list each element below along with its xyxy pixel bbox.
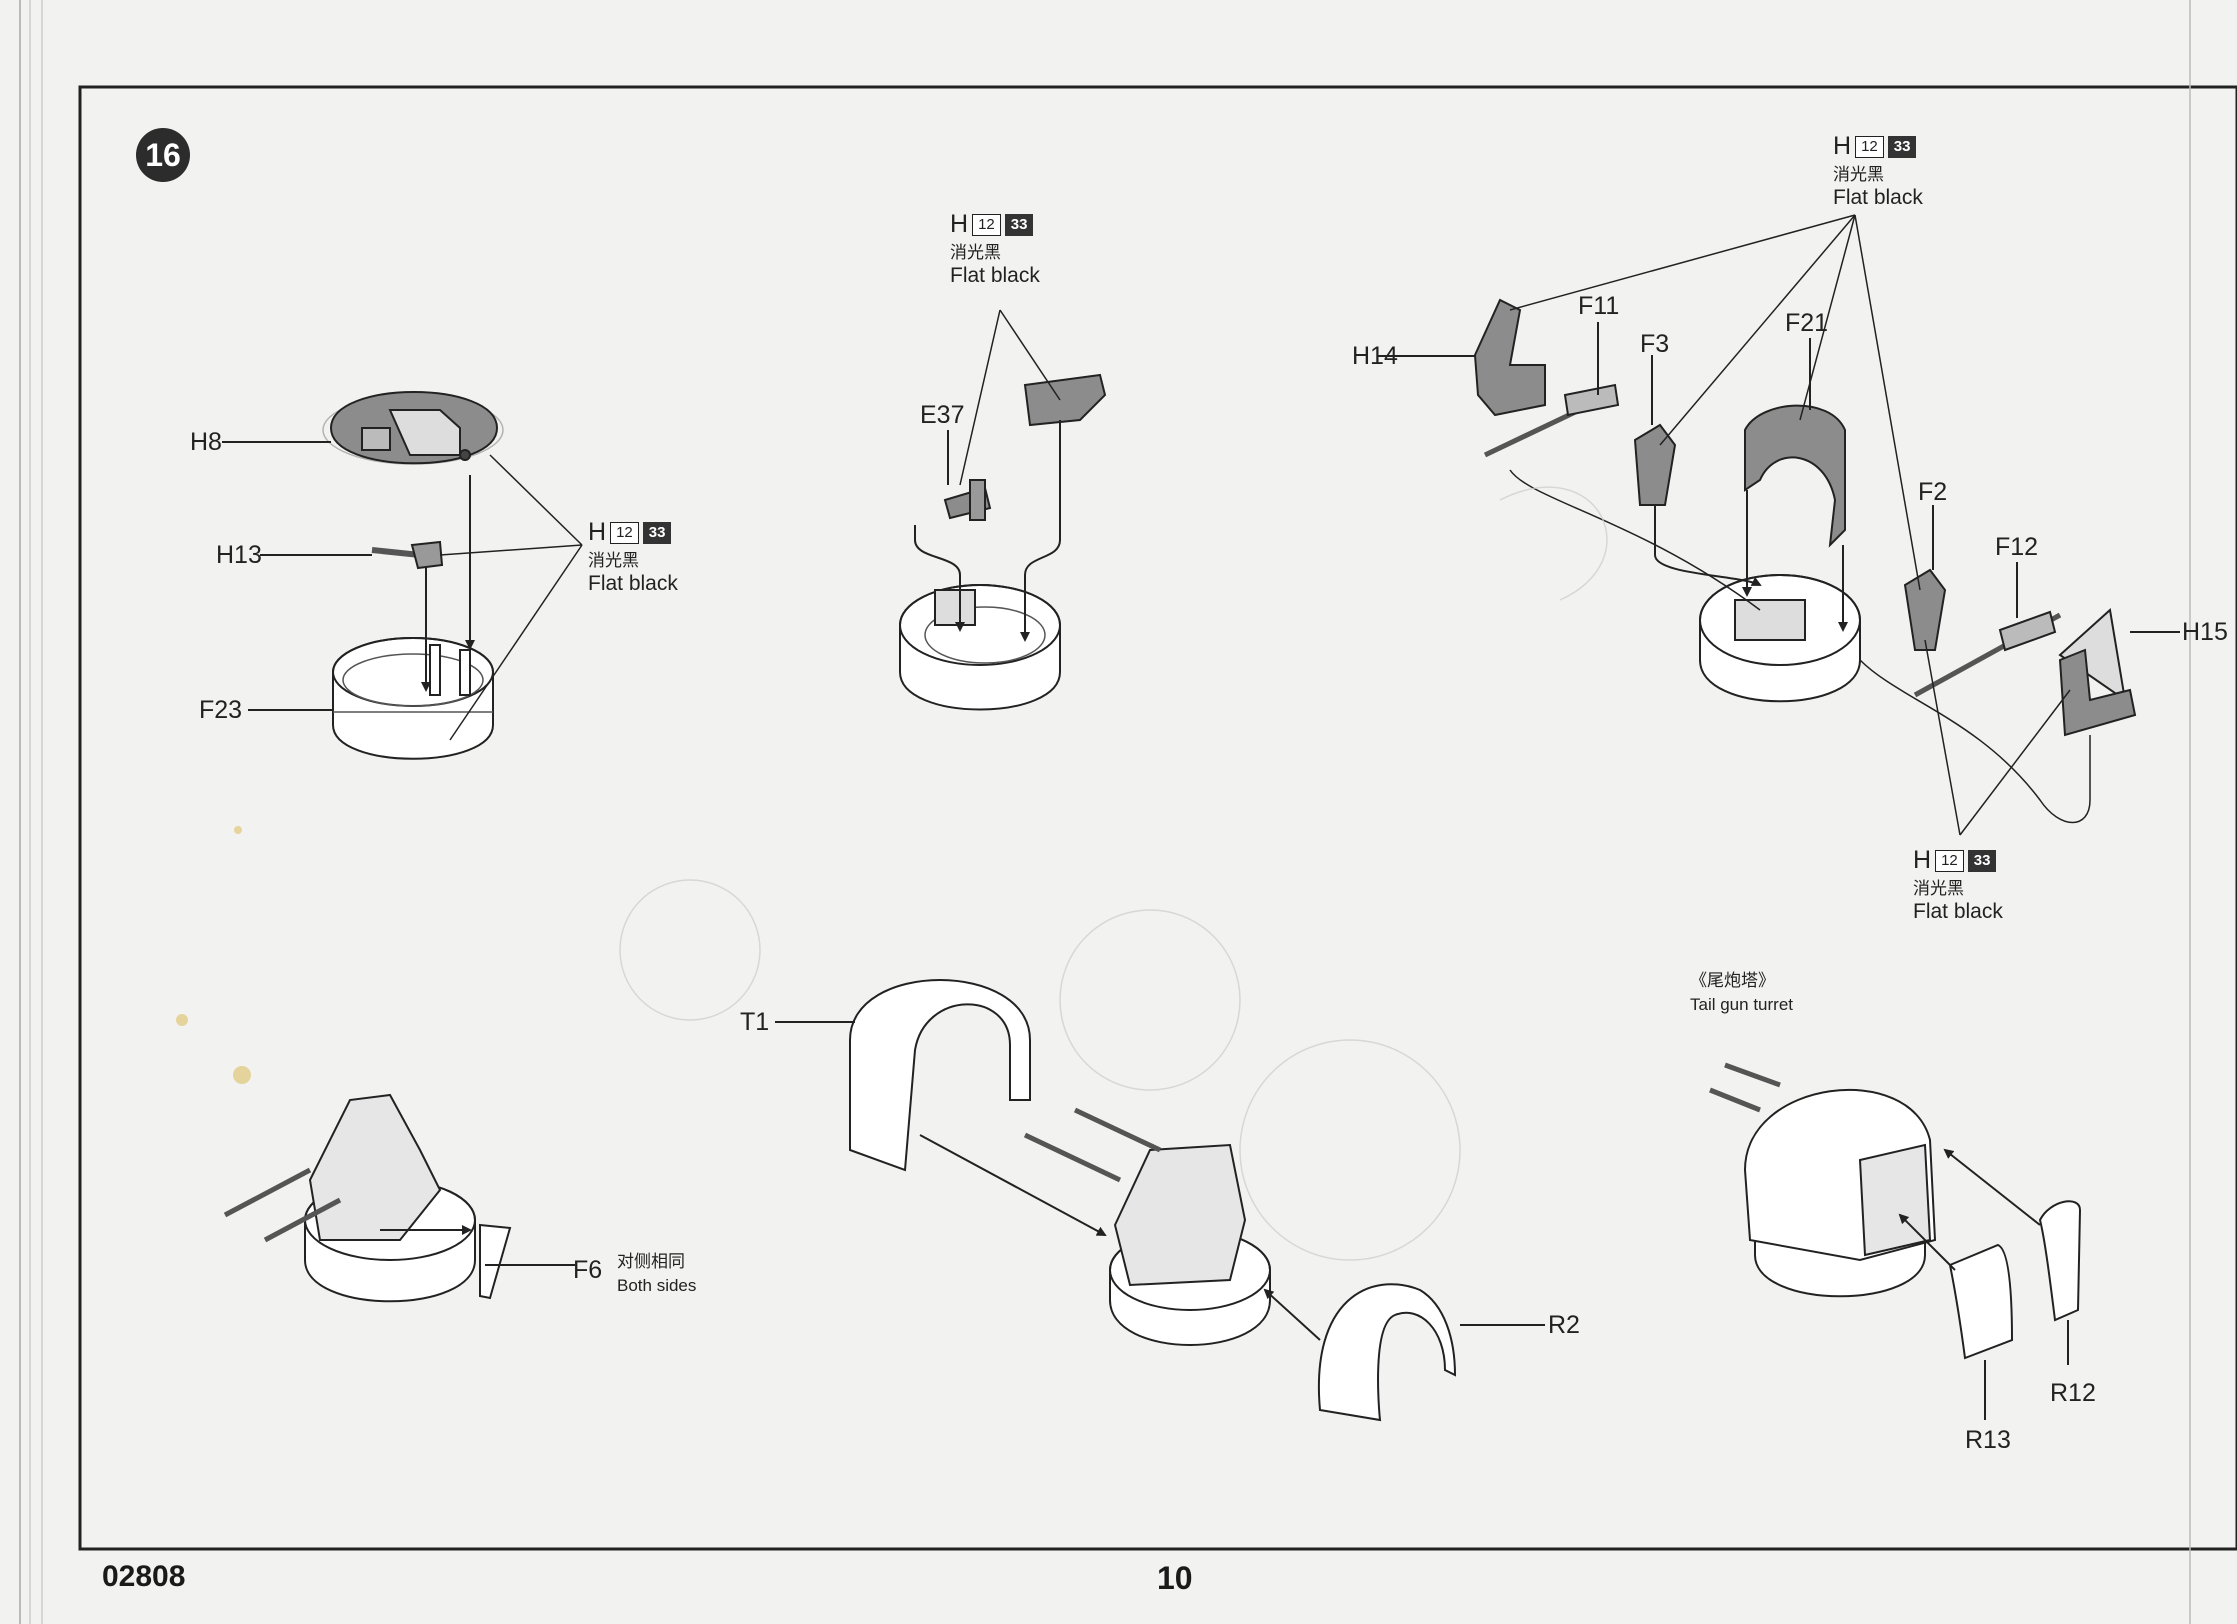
paint-name-cn: 消光黑	[588, 551, 639, 571]
paint-letter: H	[588, 518, 607, 546]
part-label-h15: H15	[2182, 618, 2228, 646]
both-sides-cn: 对侧相同	[617, 1252, 685, 1272]
paint-name-en: Flat black	[1833, 186, 1923, 210]
tail-turret-cn: 《尾炮塔》	[1690, 971, 1775, 991]
paint-name-cn: 消光黑	[950, 243, 1001, 263]
part-label-r13: R13	[1965, 1426, 2011, 1454]
paint-letter: H	[1833, 132, 1852, 160]
part-label-h13: H13	[216, 541, 262, 569]
part-label-t1: T1	[740, 1008, 770, 1036]
part-label-f2: F2	[1918, 478, 1948, 506]
part-label-f23: F23	[199, 696, 243, 724]
part-label-f6: F6	[573, 1256, 603, 1284]
step-number-badge: 16	[136, 128, 190, 182]
paint-name-en: Flat black	[588, 572, 678, 596]
paint-letter: H	[950, 210, 969, 238]
paint-letter: H	[1913, 846, 1932, 874]
assembly-turret-t1-r2	[775, 979, 1545, 1422]
part-label-h8: H8	[190, 428, 222, 456]
part-label-e37: E37	[920, 401, 965, 429]
assembly-turret-base-b	[899, 309, 1107, 711]
assembly-turret-base-a	[222, 391, 583, 760]
assembly-tail-turret	[1709, 1062, 2082, 1420]
part-label-f21: F21	[1785, 309, 1829, 337]
part-label-h14: H14	[1352, 342, 1398, 370]
tail-turret-note: 《尾炮塔》 Tail gun turret	[1690, 966, 1793, 1015]
product-code: 02808	[102, 1560, 186, 1593]
assembly-turret-f6	[223, 1093, 575, 1303]
paint-name-en: Flat black	[1913, 900, 2003, 924]
paint-code: 33	[1004, 213, 1034, 236]
paint-name-cn: 消光黑	[1833, 165, 1884, 185]
part-label-f11: F11	[1578, 292, 1620, 320]
paint-name-en: Flat black	[950, 264, 1040, 288]
paint-code: 33	[642, 521, 672, 544]
page-frame	[78, 85, 2237, 1551]
page-number: 10	[1157, 1560, 1193, 1596]
part-label-r12: R12	[2050, 1379, 2096, 1407]
part-label-f12: F12	[1995, 533, 2039, 561]
part-label-r2: R2	[1548, 1311, 1580, 1339]
paint-name-cn: 消光黑	[1913, 879, 1964, 899]
both-sides-note: 对侧相同 Both sides	[617, 1247, 696, 1296]
both-sides-en: Both sides	[617, 1276, 697, 1295]
assembly-gun-mechanism	[1378, 214, 2180, 836]
paint-code: 33	[1887, 135, 1917, 158]
paint-number: 12	[972, 213, 1001, 236]
tail-turret-en: Tail gun turret	[1690, 995, 1793, 1014]
paint-number: 12	[610, 521, 639, 544]
paint-number: 12	[1935, 849, 1964, 872]
part-label-f3: F3	[1640, 330, 1670, 358]
paint-code: 33	[1967, 849, 1997, 872]
paint-number: 12	[1855, 135, 1884, 158]
